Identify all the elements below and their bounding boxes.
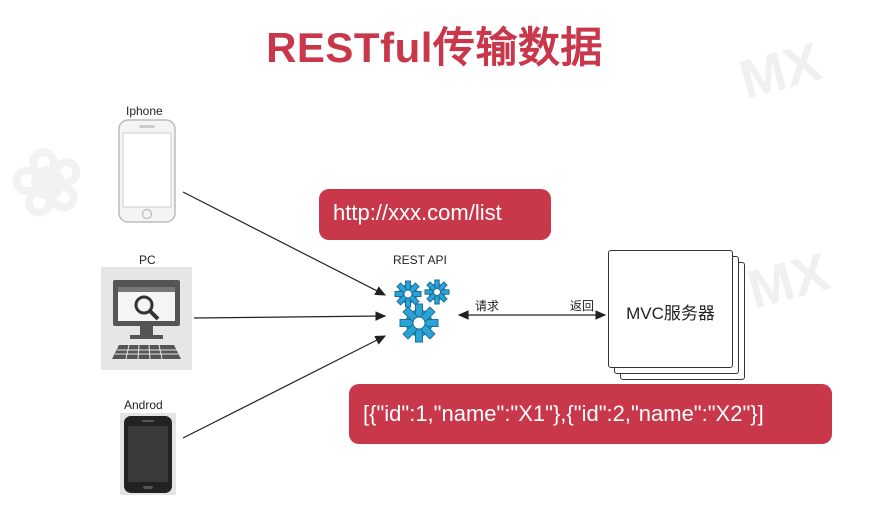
iphone-label: Iphone [126,104,163,118]
arrow-android-to-api [182,335,387,439]
request-label: 请求 [475,299,500,313]
gears-icon [394,279,450,343]
mvc-server-box: MVC服务器 [608,250,733,368]
android-label: Androd [124,398,163,412]
android-phone-icon [120,413,176,495]
response-label: 返回 [570,299,595,313]
arrow-pc-to-api [193,311,387,321]
rest-api-label: REST API [393,253,447,267]
url-callout: http://xxx.com/list [319,189,551,240]
desktop-computer-icon [101,267,192,370]
pc-label: PC [139,253,156,267]
mvc-server-label: MVC服务器 [626,304,715,323]
page-title: RESTful传输数据 [266,24,603,71]
arrow-iphone-to-api [182,191,387,296]
json-callout: [{"id":1,"name":"X1"},{"id":2,"name":"X2… [349,384,832,444]
smartphone-icon [118,119,176,223]
